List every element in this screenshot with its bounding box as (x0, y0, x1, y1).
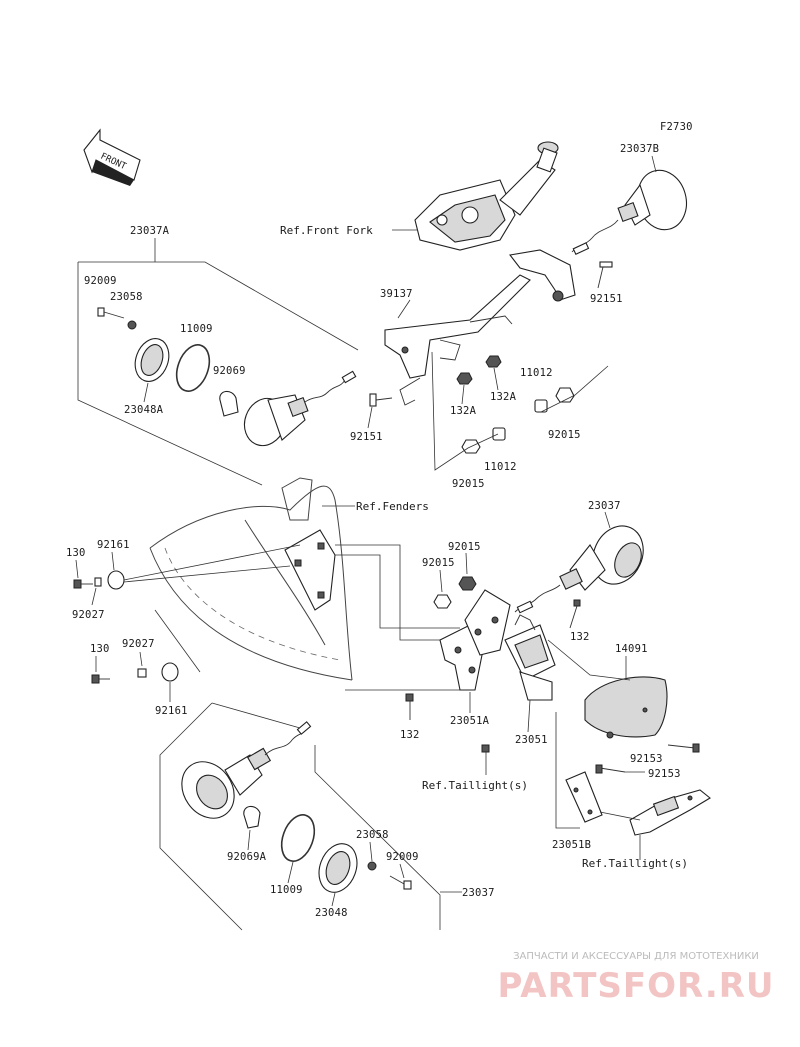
o-ring-11009-upper (175, 344, 211, 392)
watermark-brand: PARTSFOR.RU (497, 966, 775, 1006)
bracket-plate-upper (464, 589, 511, 656)
bulb-92069 (219, 390, 239, 417)
nut-132A-upper (485, 355, 502, 368)
turn-signal-23037B (571, 169, 687, 255)
label-92009-upper: 92009 (84, 275, 117, 287)
collar-11012-lower (492, 427, 506, 441)
lens-holder-23048 (318, 843, 358, 893)
label-23037-right: 23037 (588, 500, 621, 512)
turn-signal-lamp-lower-left (181, 721, 312, 819)
collar-92027-lower (137, 668, 147, 678)
label-132-left: 132 (400, 729, 420, 741)
label-23037B: 23037B (620, 143, 659, 155)
label-92015-right: 92015 (548, 429, 581, 441)
label-23037A: 23037A (130, 225, 170, 237)
label-23058-lower: 23058 (356, 829, 389, 841)
label-39137: 39137 (380, 288, 413, 300)
label-11012-lower: 11012 (484, 461, 517, 473)
label-11009-lower: 11009 (270, 884, 303, 896)
label-92009-lower: 92009 (386, 851, 419, 863)
label-23048A: 23048A (124, 404, 164, 416)
grommet-92161-upper (107, 570, 125, 590)
washer-23058-lower (367, 861, 377, 871)
bulb-92069A (243, 805, 261, 829)
label-92069: 92069 (213, 365, 246, 377)
nut-92015-right (555, 387, 575, 403)
nut-132-left (405, 693, 414, 720)
screw-92009-lower (389, 875, 412, 890)
label-23051B: 23051B (552, 839, 591, 851)
bracket-39137 (384, 274, 531, 406)
cover-14091 (584, 676, 668, 739)
turn-signal-lamp-upper-left (243, 370, 357, 447)
ref-fenders: Ref.Fenders (356, 500, 429, 513)
label-130-upper: 130 (66, 547, 86, 559)
label-92153-upper: 92153 (630, 753, 663, 765)
front-fender (149, 477, 353, 681)
collar-92027-upper (94, 577, 102, 587)
nut-132-right (569, 599, 581, 629)
screw-92153-upper (667, 743, 700, 753)
screw-92151-right (597, 261, 613, 289)
label-23051A: 23051A (450, 715, 490, 727)
label-92015-center-b: 92015 (448, 541, 481, 553)
bolt-130-upper (73, 579, 93, 589)
label-11009-upper: 11009 (180, 323, 213, 335)
label-92069A: 92069A (227, 851, 267, 863)
screw-92153-lower (595, 764, 626, 774)
label-92161-upper: 92161 (97, 539, 130, 551)
grommet-92161-lower (161, 662, 179, 682)
label-92027-lower: 92027 (122, 638, 155, 650)
label-92153-lower: 92153 (648, 768, 681, 780)
label-23058-upper: 23058 (110, 291, 143, 303)
nut-92015-center-b (458, 576, 477, 591)
bolt-130-lower (91, 674, 110, 684)
taillight-bracket (629, 789, 711, 836)
nut-132A-lower (456, 372, 473, 385)
bracket-23051B (565, 771, 603, 823)
screw-92009-upper (97, 307, 125, 319)
ref-taillight-1: Ref.Taillight(s) (422, 779, 528, 792)
label-23048: 23048 (315, 907, 348, 919)
label-92015-lower: 92015 (452, 478, 485, 490)
label-92151-right: 92151 (590, 293, 623, 305)
label-130-lower: 130 (90, 643, 110, 655)
label-132-right: 132 (570, 631, 590, 643)
ref-front-fork: Ref.Front Fork (280, 224, 373, 237)
label-92027-upper: 92027 (72, 609, 105, 621)
bracket-23051 (504, 614, 556, 701)
ref-taillight-2: Ref.Taillight(s) (582, 857, 688, 870)
o-ring-11009-lower (280, 814, 316, 862)
lens-holder-23048A (134, 338, 170, 382)
label-11012-right: 11012 (520, 367, 553, 379)
watermark-tagline: ЗАПЧАСТИ И АКСЕССУАРЫ ДЛЯ МОТОТЕХНИКИ (513, 951, 759, 962)
turn-signal-23037-right (514, 525, 644, 614)
nut-taillight (481, 744, 490, 753)
label-132A-upper: 132A (490, 391, 517, 403)
washer-23058-upper (127, 320, 137, 330)
label-132A-lower: 132A (450, 405, 477, 417)
label-23051: 23051 (515, 734, 548, 746)
nut-92015-center-a (433, 594, 452, 609)
front-arrow-icon: FRONT (83, 128, 141, 186)
screw-92151-left (369, 393, 393, 407)
label-92015-center-a: 92015 (422, 557, 455, 569)
label-92151-left: 92151 (350, 431, 383, 443)
label-92161-lower: 92161 (155, 705, 188, 717)
label-14091: 14091 (615, 643, 648, 655)
front-fork-assembly (414, 141, 576, 302)
figure-code: F2730 (660, 121, 693, 133)
label-23037-lower: 23037 (462, 887, 495, 899)
